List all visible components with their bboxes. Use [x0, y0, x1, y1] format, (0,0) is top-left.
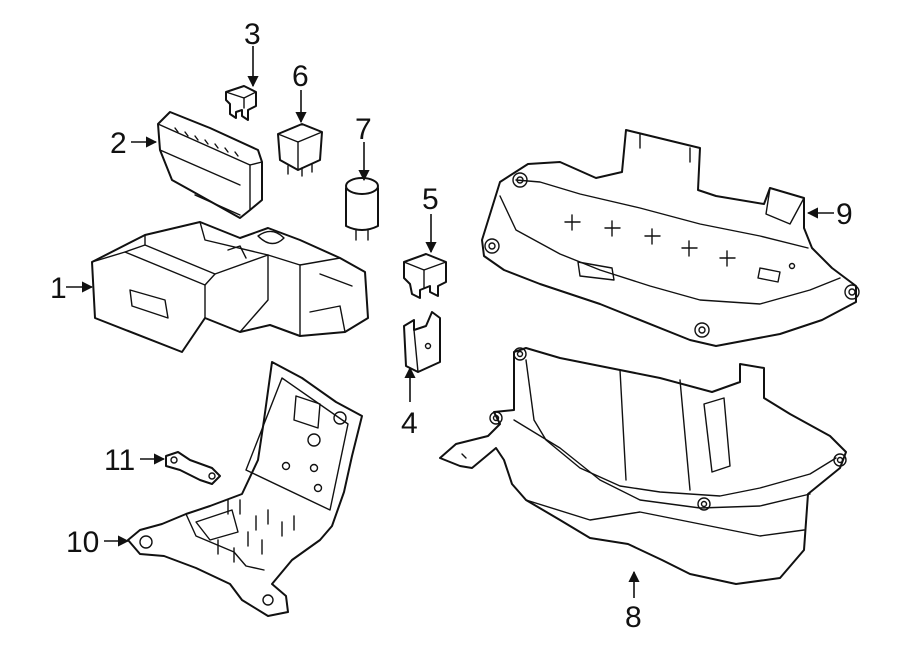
callout-6: 6 [292, 60, 309, 93]
callout-7: 7 [355, 113, 372, 146]
callout-11: 11 [104, 444, 135, 477]
leader-lines [66, 46, 834, 598]
part-10-terminal-bracket [127, 361, 363, 617]
part-4-fuse-clip [403, 311, 441, 373]
callout-5: 5 [422, 183, 439, 216]
part-7-condenser [345, 177, 379, 241]
callout-4: 4 [401, 407, 418, 440]
callout-2: 2 [110, 127, 127, 160]
part-2-fuse-block [157, 111, 263, 219]
callout-labels: 1 2 3 4 5 6 7 8 9 10 11 [50, 18, 853, 634]
part-6-relay [277, 123, 323, 177]
callout-3: 3 [244, 18, 261, 51]
part-9-box-cover [481, 129, 860, 347]
callout-8: 8 [625, 601, 642, 634]
part-3-mini-fuse [225, 85, 257, 121]
part-1-fuse-box [91, 221, 369, 353]
callout-10: 10 [66, 526, 99, 559]
callout-1: 1 [50, 272, 67, 305]
part-11-terminal-link [165, 451, 221, 485]
part-8-lower-housing [439, 347, 847, 585]
callout-9: 9 [836, 198, 853, 231]
part-5-maxi-fuse [403, 253, 447, 299]
